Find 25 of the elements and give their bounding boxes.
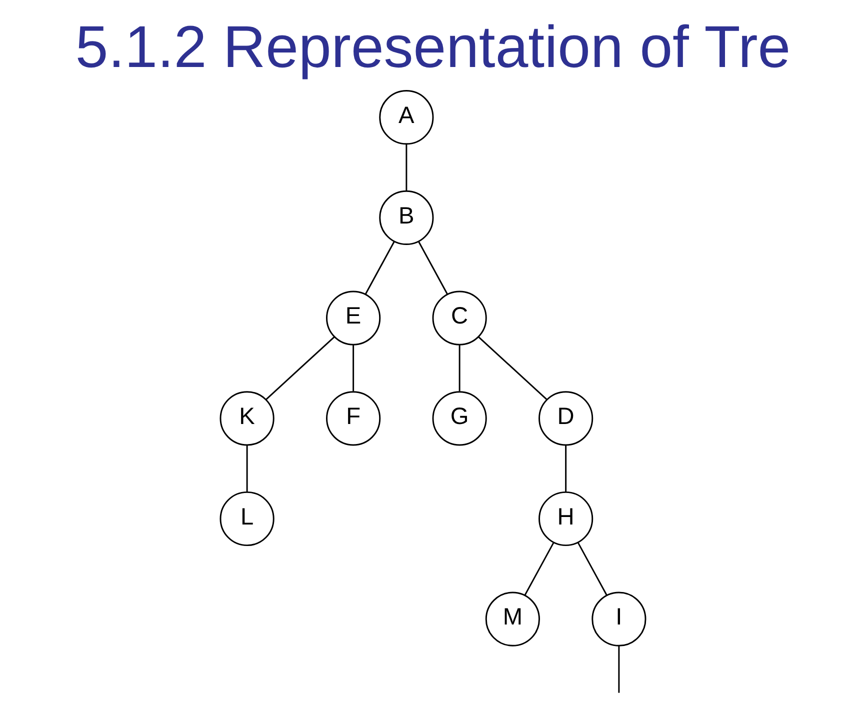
connector [618,646,620,693]
node-circle: C [432,290,487,346]
node-circle: M [485,592,540,646]
connector [246,445,248,492]
node-circle: F [326,391,381,446]
node-circle: H [538,491,594,546]
connector [418,241,448,294]
node-circle: B [379,190,434,245]
connector [578,542,608,596]
connector [265,336,335,400]
node-circle: K [220,391,274,446]
connector [352,345,354,392]
node-circle: A [379,90,434,145]
node-circle: L [220,491,274,546]
connector [565,445,567,492]
connector [524,542,554,596]
node-circle: E [326,290,381,346]
connector [478,336,548,400]
connector [406,144,408,190]
diagram-title: 5.1.2 Representation of Tre [75,14,791,80]
node-circle: D [538,391,594,446]
node-circle: G [432,391,487,446]
connector [458,345,460,392]
connector [364,241,395,294]
node-circle: I [592,592,646,646]
